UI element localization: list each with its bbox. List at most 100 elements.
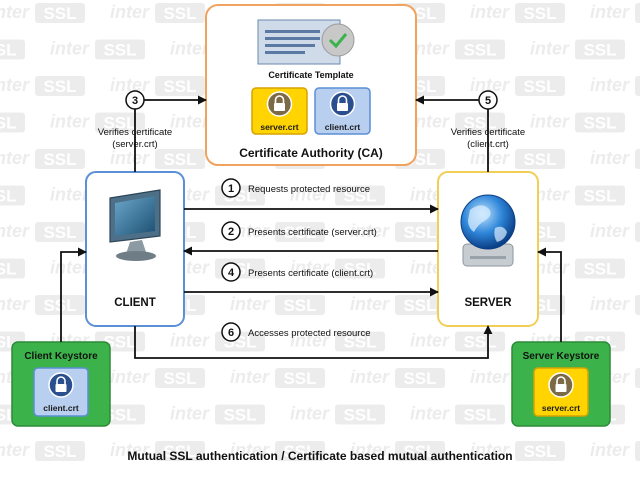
watermark-tile: inter SSL bbox=[110, 367, 205, 388]
watermark-ssl: SSL bbox=[0, 260, 17, 279]
watermark-inter: inter bbox=[530, 258, 570, 278]
watermark-ssl-box bbox=[275, 368, 325, 388]
watermark-ssl: SSL bbox=[403, 442, 436, 461]
watermark-inter: inter bbox=[290, 331, 330, 351]
server-keystore-title: Server Keystore bbox=[523, 351, 600, 362]
watermark-ssl: SSL bbox=[463, 41, 496, 60]
watermark-tile: inter SSL bbox=[230, 440, 325, 461]
watermark-ssl-box bbox=[275, 441, 325, 461]
certificate-template-label: Certificate Template bbox=[268, 70, 353, 80]
watermark-inter: inter bbox=[110, 75, 150, 95]
watermark-ssl-box bbox=[215, 404, 265, 425]
watermark-ssl: SSL bbox=[43, 150, 76, 169]
watermark-inter: inter bbox=[590, 440, 630, 460]
lock-icon bbox=[548, 372, 574, 398]
watermark-ssl: SSL bbox=[223, 406, 256, 425]
watermark-ssl-box bbox=[35, 441, 85, 461]
step-2-number: 2 bbox=[228, 226, 234, 238]
watermark-inter: inter bbox=[110, 440, 150, 460]
watermark-ssl: SSL bbox=[163, 150, 196, 169]
watermark-inter: inter bbox=[590, 221, 630, 241]
watermark-ssl-box bbox=[35, 222, 85, 242]
watermark-inter: inter bbox=[50, 112, 90, 132]
watermark-ssl: SSL bbox=[0, 114, 17, 133]
watermark-inter: inter bbox=[50, 185, 90, 205]
client-label: CLIENT bbox=[114, 297, 156, 309]
watermark-ssl-box bbox=[635, 295, 640, 315]
watermark-ssl: SSL bbox=[523, 4, 556, 23]
watermark-ssl: SSL bbox=[163, 369, 196, 388]
watermark-ssl: SSL bbox=[583, 187, 616, 206]
client-keystore-title: Client Keystore bbox=[24, 351, 98, 362]
watermark-inter: inter bbox=[590, 2, 630, 22]
watermark-inter: inter bbox=[0, 2, 30, 22]
verify-left-line2: (server.crt) bbox=[112, 139, 157, 150]
watermark-ssl: SSL bbox=[0, 187, 17, 206]
watermark-inter: inter bbox=[410, 404, 450, 424]
watermark-inter: inter bbox=[590, 148, 630, 168]
watermark-ssl: SSL bbox=[43, 442, 76, 461]
watermark-ssl-box bbox=[275, 222, 325, 242]
watermark-ssl-box bbox=[455, 331, 505, 352]
watermark-ssl: SSL bbox=[103, 114, 136, 133]
watermark-ssl-box bbox=[155, 3, 205, 23]
watermark-ssl: SSL bbox=[403, 369, 436, 388]
watermark-inter: inter bbox=[230, 440, 270, 460]
watermark-ssl: SSL bbox=[43, 4, 76, 23]
watermark-ssl: SSL bbox=[283, 442, 316, 461]
watermark-ssl-box bbox=[35, 76, 85, 96]
watermark-tile: inter SSL bbox=[410, 404, 505, 425]
watermark-ssl-box bbox=[575, 39, 625, 60]
watermark-ssl-box bbox=[155, 368, 205, 388]
watermark-ssl: SSL bbox=[403, 296, 436, 315]
watermark-inter: inter bbox=[530, 112, 570, 132]
watermark-ssl: SSL bbox=[103, 333, 136, 352]
watermark-ssl-box bbox=[635, 76, 640, 96]
watermark-ssl: SSL bbox=[283, 223, 316, 242]
watermark-ssl-box bbox=[335, 331, 385, 352]
server-globe-icon bbox=[460, 194, 516, 267]
ca-server-cert-label: server.crt bbox=[260, 122, 298, 132]
watermark-ssl: SSL bbox=[343, 187, 376, 206]
watermark-inter: inter bbox=[170, 112, 210, 132]
watermark-ssl-box bbox=[455, 404, 505, 425]
watermark-inter: inter bbox=[230, 367, 270, 387]
watermark-ssl-box bbox=[155, 441, 205, 461]
watermark-ssl: SSL bbox=[463, 406, 496, 425]
watermark-ssl: SSL bbox=[43, 296, 76, 315]
watermark-ssl: SSL bbox=[43, 77, 76, 96]
watermark-ssl-box bbox=[0, 39, 25, 60]
watermark-inter: inter bbox=[110, 148, 150, 168]
watermark-inter: inter bbox=[110, 367, 150, 387]
watermark-ssl-box bbox=[515, 76, 565, 96]
watermark-ssl: SSL bbox=[343, 260, 376, 279]
watermark-inter: inter bbox=[530, 39, 570, 59]
watermark-ssl-box bbox=[635, 3, 640, 23]
watermark-inter: inter bbox=[170, 404, 210, 424]
step-1-number: 1 bbox=[228, 183, 234, 195]
watermark-inter: inter bbox=[0, 221, 30, 241]
ca-client-cert-label: client.crt bbox=[325, 122, 361, 132]
watermark-ssl-box bbox=[275, 295, 325, 315]
watermark-inter: inter bbox=[290, 404, 330, 424]
watermark-inter: inter bbox=[590, 75, 630, 95]
